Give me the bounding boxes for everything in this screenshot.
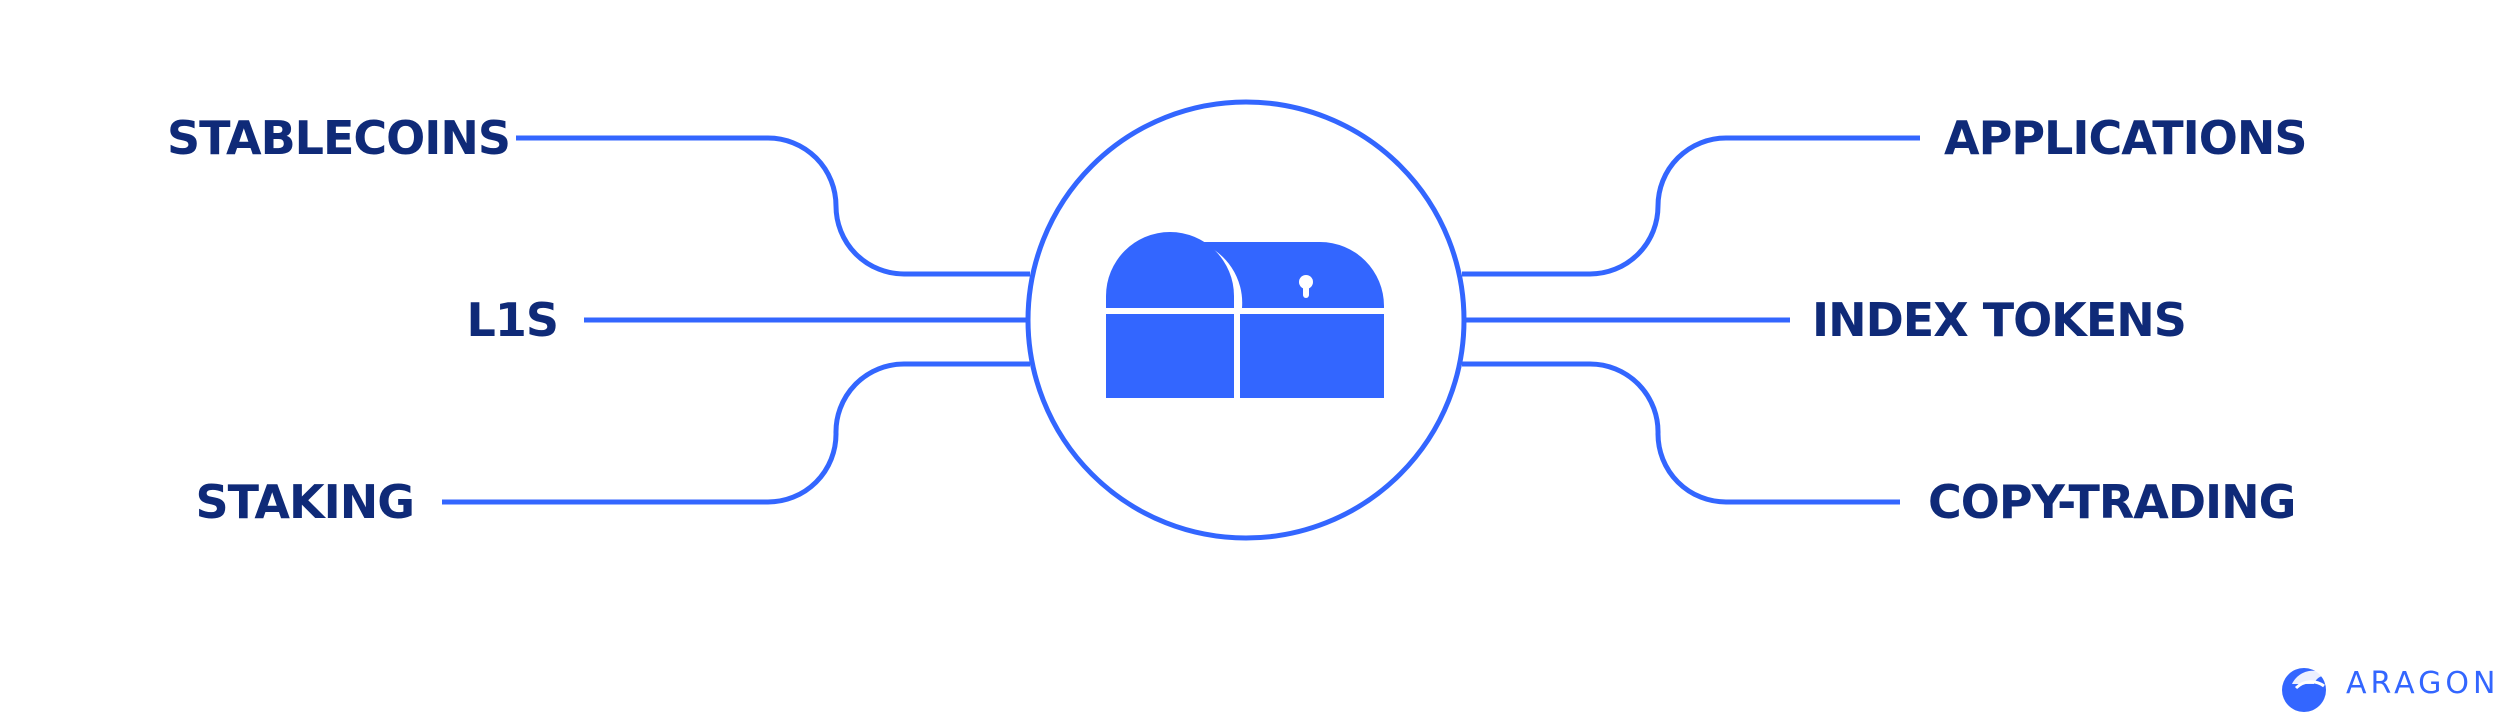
- aragon-bird-icon: [2282, 668, 2330, 712]
- label-staking: STAKING: [195, 475, 415, 529]
- label-l1s: L1S: [466, 293, 559, 347]
- connector-stablecoins: [516, 135, 1030, 277]
- treasure-chest-icon: [1106, 232, 1384, 398]
- label-applications: APPLICATIONS: [1944, 111, 2307, 165]
- logo-text: ARAGON: [2346, 666, 2496, 701]
- connector-copy-trading: [1462, 361, 1900, 505]
- connector-staking: [442, 361, 1030, 505]
- connector-applications: [1462, 135, 1920, 277]
- label-copy-trading: COPY-TRADING: [1928, 475, 2296, 529]
- label-stablecoins: STABLECOINS: [167, 111, 511, 165]
- aragon-logo: ARAGON: [2278, 658, 2496, 714]
- label-index-tokens: INDEX TOKENS: [1812, 293, 2187, 347]
- keyhole-icon: [1299, 275, 1313, 289]
